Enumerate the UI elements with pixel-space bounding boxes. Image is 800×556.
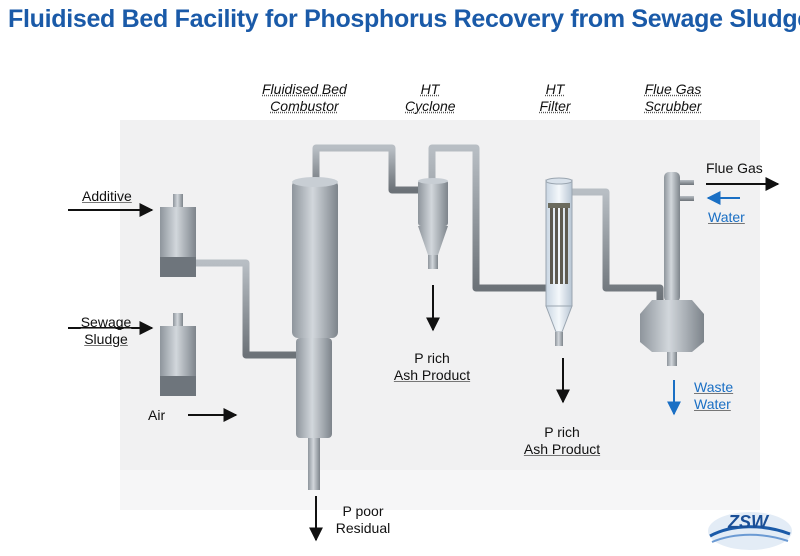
flue-gas-scrubber — [640, 172, 704, 366]
additive-feeder — [160, 194, 196, 277]
floor-reflection — [120, 470, 760, 510]
air-label: Air — [148, 407, 166, 423]
filter-to-scrubber-pipe — [566, 188, 664, 304]
pipes — [186, 144, 664, 419]
stream-arrows — [68, 177, 780, 542]
water-label: Water — [708, 209, 745, 225]
page-title: Fluidised Bed Facility for Phosphorus Re… — [8, 5, 800, 33]
additive-label: Additive — [82, 188, 132, 204]
fluidised-bed-combustor — [292, 177, 338, 490]
cyclone-to-filter-pipe — [428, 144, 550, 292]
svg-text:ZSW: ZSW — [727, 512, 770, 532]
combustor-to-cyclone-pipe — [312, 144, 422, 194]
ht-cyclone — [418, 178, 448, 269]
sludge-feeder — [160, 313, 196, 396]
ht-filter — [545, 177, 573, 346]
zsw-logo: ZSW — [708, 512, 792, 550]
additive-pipe — [186, 259, 300, 359]
flue-gas-label: Flue Gas — [706, 160, 763, 176]
